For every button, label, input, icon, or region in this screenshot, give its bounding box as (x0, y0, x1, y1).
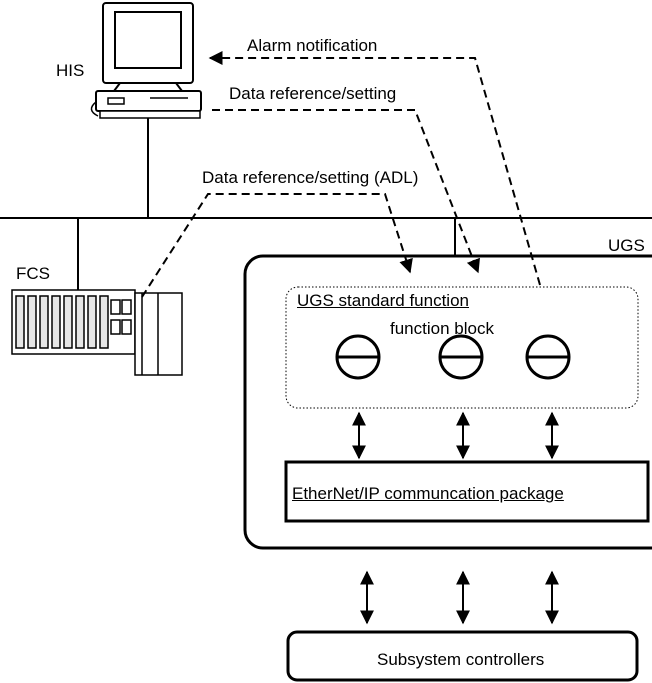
standard-function-title: UGS standard function (297, 291, 469, 310)
computer-monitor-icon (90, 2, 202, 119)
ethernet-ip-label: EtherNet/IP communcation package (292, 484, 564, 503)
subsystem-controllers-box (286, 630, 639, 682)
subsystem-controllers-label: Subsystem controllers (377, 650, 545, 669)
data-reference-label: Data reference/setting (229, 84, 397, 103)
function-block-icon (335, 334, 381, 380)
fcs-rack-icon (11, 289, 183, 376)
alarm-notification-line (208, 51, 541, 286)
function-block-label: function block (390, 319, 494, 338)
his-label: HIS (56, 61, 85, 80)
ethernet-ip-box (284, 460, 650, 523)
function-block-icon (438, 334, 484, 380)
data-reference-line (212, 109, 480, 274)
standard-function-box (285, 286, 639, 409)
ugs-label: UGS (608, 236, 645, 255)
alarm-notification-label: Alarm notification (247, 36, 378, 55)
dashed-flows (141, 51, 541, 298)
fcs-label: FCS (16, 264, 50, 283)
data-reference-adl-line (141, 193, 413, 298)
network-bus (0, 118, 652, 290)
bidirectional-arrows (352, 411, 559, 625)
function-block-icon (525, 334, 571, 380)
data-reference-adl-label: Data reference/setting (ADL) (202, 168, 419, 187)
ugs-box (243, 254, 652, 550)
